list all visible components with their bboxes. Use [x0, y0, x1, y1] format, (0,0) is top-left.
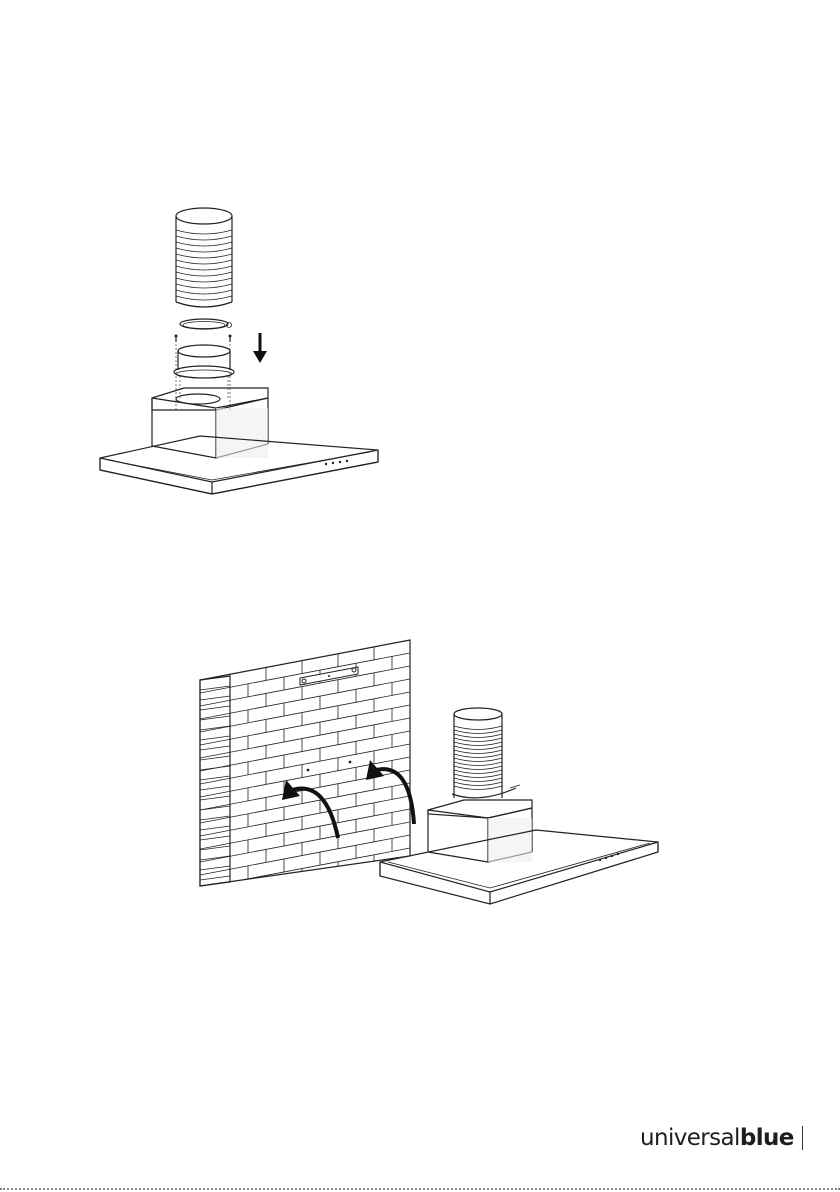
- screws: [175, 335, 232, 411]
- arrow-down-icon: [253, 333, 267, 363]
- duct-assembly-illustration: [92, 200, 392, 512]
- wall-mounting-illustration: [190, 630, 670, 910]
- hood-body: [152, 376, 268, 458]
- figure-duct-connection: [92, 200, 392, 512]
- rotate-arrow-icon: [366, 760, 414, 824]
- flexible-duct: [452, 708, 520, 798]
- clamp-ring: [180, 319, 232, 329]
- flexible-duct: [176, 208, 232, 307]
- control-buttons: [325, 460, 348, 465]
- figure-wall-mounting: [190, 630, 670, 910]
- brand-logo-bold: blue: [740, 1125, 794, 1151]
- brand-divider: [802, 1126, 804, 1150]
- rotate-arrow-icon: [282, 780, 338, 838]
- brand-logo-light: universal: [640, 1125, 740, 1151]
- brick-wall: [200, 640, 410, 957]
- page-bottom-rule: [0, 1188, 840, 1190]
- duct-collar: [174, 345, 234, 378]
- hood-body: [428, 800, 532, 862]
- mounting-bracket: [300, 667, 358, 685]
